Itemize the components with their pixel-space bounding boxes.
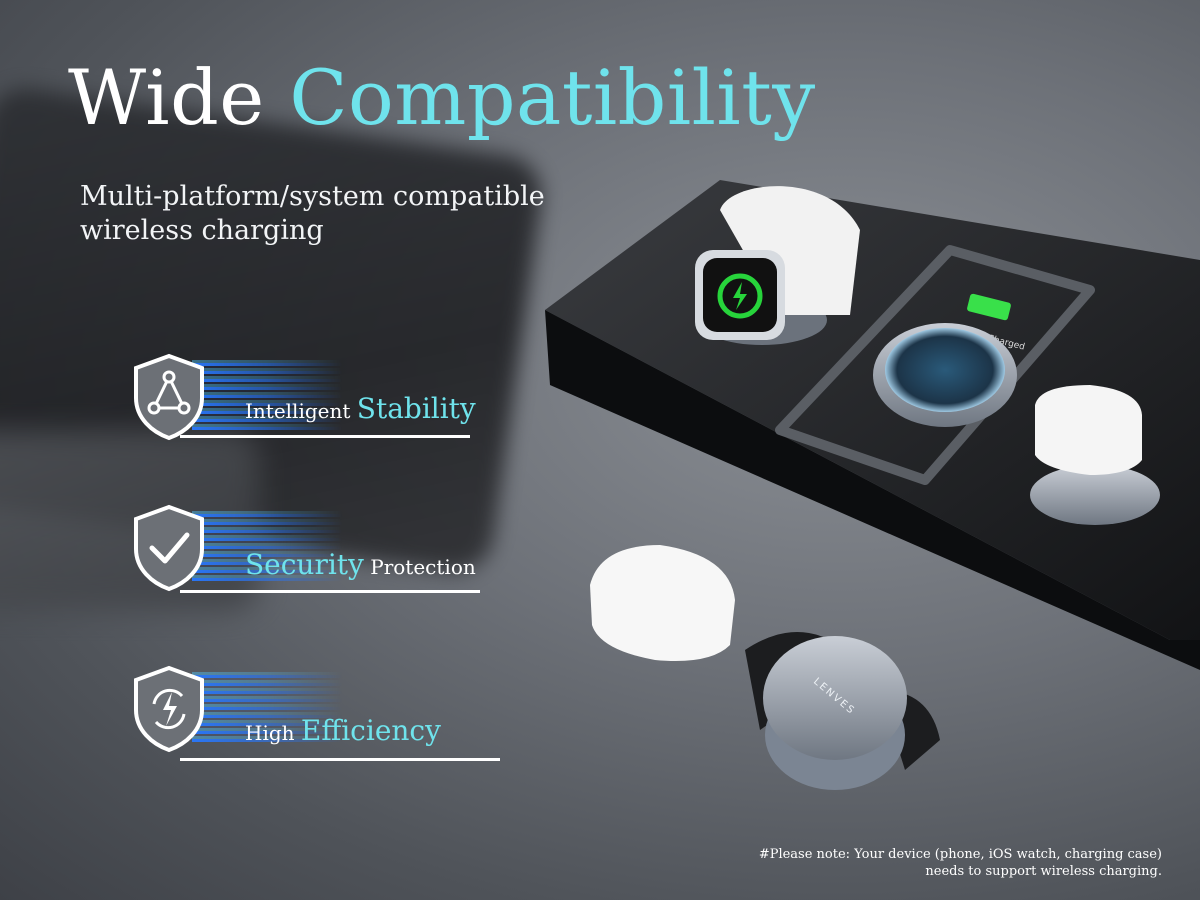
smartwatch-image <box>695 186 860 345</box>
earbuds-case-front-image <box>590 545 735 661</box>
feature-suffix: Protection <box>363 555 476 579</box>
watch-charger-puck-image: LENVES <box>745 632 940 790</box>
feature-security: Security Protection <box>130 503 510 603</box>
earbuds-case-image <box>1035 385 1142 475</box>
feature-prefix: High <box>245 721 301 745</box>
feature-underline <box>180 758 500 761</box>
feature-highlight: Security <box>245 548 364 581</box>
magnetic-charging-pad <box>885 328 1005 412</box>
headline: Wide Compatibility <box>68 52 816 144</box>
feature-label: Security Protection <box>245 548 476 581</box>
disclaimer-note: #Please note: Your device (phone, iOS wa… <box>759 846 1162 880</box>
feature-underline <box>180 590 480 593</box>
feature-efficiency: High Efficiency <box>130 664 510 764</box>
triangle-network-icon <box>134 353 204 441</box>
note-line-1: #Please note: Your device (phone, iOS wa… <box>758 847 1162 862</box>
headline-word-1: Wide <box>68 53 265 142</box>
headline-word-2: Compatibility <box>289 53 816 142</box>
feature-highlight: Efficiency <box>300 714 441 747</box>
feature-stability: Intelligent Stability <box>130 352 510 452</box>
feature-highlight: Stability <box>356 392 476 425</box>
blue-streak-decoration <box>192 511 342 581</box>
checkmark-icon <box>134 504 204 592</box>
subtitle: Multi-platform/system compatible wireles… <box>80 181 545 246</box>
blue-streak-decoration <box>192 672 342 742</box>
feature-underline <box>180 435 470 438</box>
feature-label: High Efficiency <box>245 714 441 747</box>
product-illustration: 96% Charged LENVES <box>545 180 1200 790</box>
note-line-2: needs to support wireless charging. <box>925 864 1162 879</box>
lightning-cycle-icon <box>134 665 204 753</box>
feature-prefix: Intelligent <box>245 399 357 423</box>
blue-streak-decoration <box>192 360 342 430</box>
feature-label: Intelligent Stability <box>245 392 476 425</box>
